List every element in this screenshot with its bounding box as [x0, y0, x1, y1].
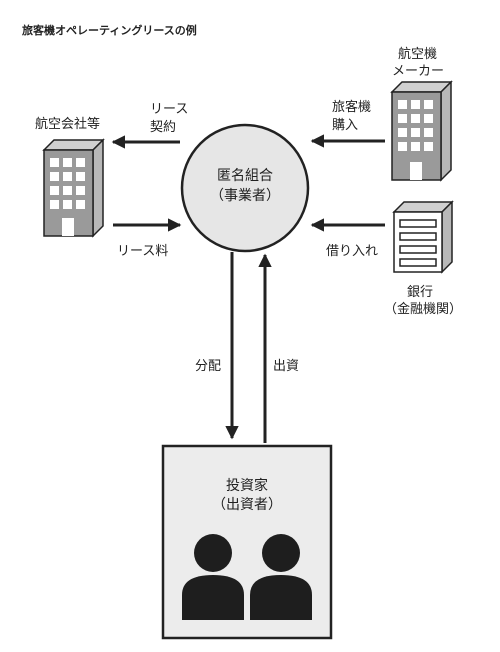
manufacturer-sublabel: メーカー	[392, 64, 444, 79]
borrowing-label: 借り入れ	[326, 244, 378, 259]
investor-box: 投資家 （出資者）	[161, 444, 333, 640]
manufacturer-label: 航空機	[398, 46, 437, 62]
investment-label: 出資	[273, 359, 299, 374]
manufacturer-building-icon	[390, 80, 453, 182]
aircraft-purchase-sublabel: 購入	[332, 118, 358, 133]
center-sublabel: （事業者）	[210, 188, 280, 204]
airline-building-icon	[42, 138, 105, 238]
person-icon	[182, 534, 244, 620]
center-label: 匿名組合	[217, 168, 273, 184]
diagram-title: 旅客機オペレーティングリースの例	[22, 23, 197, 37]
lease-contract-sublabel: 契約	[150, 120, 176, 135]
lease-fee-label: リース料	[117, 244, 168, 259]
lease-contract-label: リース	[150, 102, 188, 117]
bank-building-icon	[392, 200, 454, 274]
airline-label: 航空会社等	[35, 116, 100, 132]
investor-label: 投資家	[226, 477, 268, 494]
center-node: 匿名組合 （事業者）	[180, 123, 310, 253]
distribution-label: 分配	[195, 359, 221, 374]
aircraft-purchase-label: 旅客機	[332, 99, 371, 115]
investor-sublabel: （出資者）	[212, 497, 282, 513]
bank-sublabel: （金融機関）	[384, 301, 462, 317]
bank-label: 銀行	[407, 285, 433, 300]
person-icon	[250, 534, 312, 620]
